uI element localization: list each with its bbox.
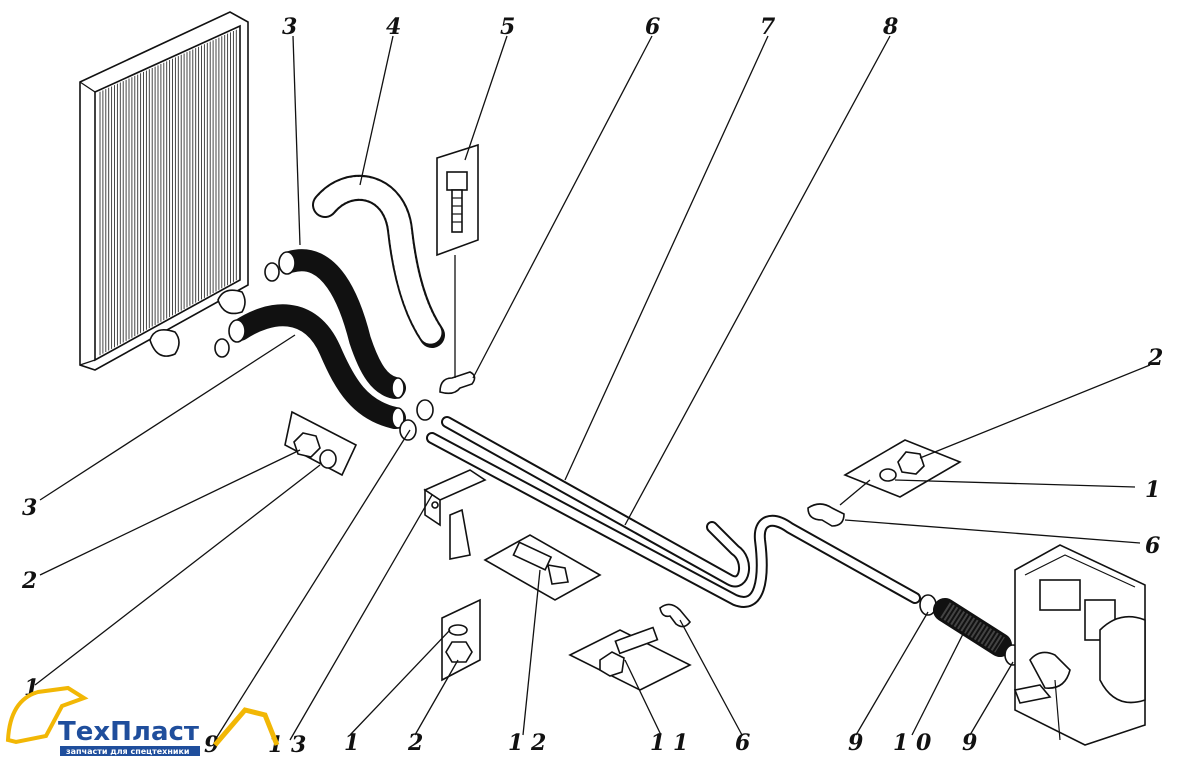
- logo-brand-text: ТехПласт: [58, 717, 199, 747]
- short-hose-10: [933, 598, 1012, 657]
- engine-block: [1013, 544, 1146, 746]
- callout-1-bottom: 1: [344, 730, 359, 756]
- clamp: [399, 419, 417, 441]
- nut-washer-card-lower: [441, 598, 481, 682]
- logo-band: [60, 746, 200, 756]
- tube-8: [426, 432, 921, 608]
- hose-end: [278, 251, 296, 275]
- callout-1-right: 1: [1145, 477, 1160, 503]
- callout-10: 1 0: [893, 730, 932, 756]
- rubber-pad: [449, 508, 471, 560]
- nut-washer-card-right: [843, 439, 962, 498]
- callout-6-right: 6: [1145, 533, 1160, 559]
- clip: [807, 503, 845, 527]
- radiator: [79, 11, 249, 371]
- logo-tagline-text: запчасти для спецтехники: [66, 747, 190, 756]
- clamp: [416, 399, 434, 421]
- corrugated-hose: [312, 174, 445, 348]
- bolt-card-5: [436, 143, 479, 257]
- callout-2-left: 2: [21, 568, 37, 594]
- callout-12: 1 2: [508, 730, 546, 756]
- bolt-card-11: [568, 626, 692, 691]
- callout-6-bottom: 6: [735, 730, 750, 756]
- callout-2-bottom: 2: [407, 730, 423, 756]
- callout-7: 7: [760, 14, 776, 40]
- clamp: [264, 262, 280, 282]
- hose-upper: [279, 249, 406, 399]
- callout-4: 4: [386, 14, 401, 40]
- excavator-arm-icon: [213, 707, 280, 747]
- excavator-icon: [5, 685, 89, 745]
- techplast-logo: ТехПласт запчасти для спецтехники: [5, 685, 280, 756]
- callout-9-left: 9: [204, 732, 219, 758]
- hose-end: [228, 319, 246, 343]
- clamp: [214, 338, 230, 358]
- tube-7: [441, 416, 750, 588]
- callout-9-right: 9: [962, 730, 977, 756]
- callout-8: 8: [882, 14, 898, 40]
- callout-5: 5: [500, 14, 515, 40]
- callout-3-top: 3: [282, 14, 297, 40]
- clip: [439, 371, 476, 395]
- clip: [659, 603, 692, 628]
- callout-6-top: 6: [645, 14, 660, 40]
- callout-2-right: 2: [1147, 345, 1163, 371]
- hose-end: [391, 377, 405, 399]
- callout-11: 1 1: [650, 730, 688, 756]
- callout-9-bottom: 9: [848, 730, 863, 756]
- leader-lines: [34, 35, 1151, 741]
- bracket: [423, 469, 487, 527]
- bolt-card-12: [483, 534, 602, 601]
- hose-end: [391, 407, 405, 429]
- nut-washer-card-left: [284, 410, 358, 477]
- hose-lower: [229, 304, 406, 429]
- callout-3-left: 3: [22, 495, 37, 521]
